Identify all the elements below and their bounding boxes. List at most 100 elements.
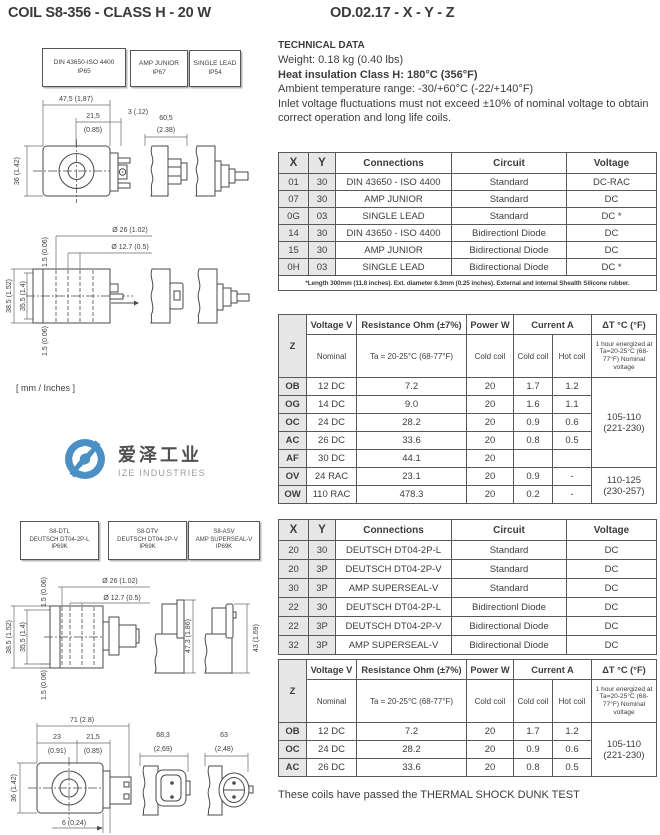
- cell: OB: [278, 377, 307, 396]
- dim-label: 36 (1.42): [11, 774, 18, 802]
- label-box-line: IP65: [77, 67, 91, 75]
- cell: 20: [466, 485, 514, 504]
- column-header: Voltage: [566, 152, 657, 174]
- amp-junior-side-view: [150, 268, 184, 324]
- cell: SINGLE LEAD: [335, 258, 452, 276]
- cell: 30: [308, 224, 336, 242]
- cell: DC: [566, 190, 657, 208]
- label-box-s8-asv: S8-ASV AMP SUPERSEAL-V IP69K: [188, 521, 260, 560]
- label-box-line: IP67: [152, 68, 166, 76]
- dim-label: 21,5: [86, 734, 100, 741]
- cell: DC: [566, 241, 657, 259]
- deutsch-dt04-v-side-view: [154, 599, 185, 674]
- dim-label: 60,5: [159, 115, 173, 122]
- label-box-s8-dtv: S8-DTV DEUTSCH DT04-2P-V IP69K: [108, 521, 187, 560]
- label-box-line: AMP JUNIOR: [139, 60, 179, 67]
- cell: OB: [278, 722, 307, 741]
- cell: 26 DC: [306, 758, 357, 777]
- cell: 03: [308, 207, 336, 225]
- dimension-lines: [17, 723, 249, 833]
- deutsch-connector-profile: [102, 770, 132, 809]
- cell: DEUTSCH DT04-2P-L: [335, 597, 452, 617]
- dim-label: (2,69): [154, 746, 172, 753]
- column-header: Resistance Ohm (±7%): [356, 659, 467, 680]
- cell: 20: [466, 722, 514, 741]
- cell: 33.6: [356, 758, 467, 777]
- label-box-line: IP69K: [215, 544, 233, 551]
- deutsch-dt04-l-connector: [102, 616, 140, 656]
- dt-range-cell: 105-110 (221-230): [591, 722, 657, 777]
- dim-label: 71 (2.8): [70, 717, 94, 724]
- cell: 1.6: [513, 395, 553, 414]
- column-header: Circuit: [451, 152, 567, 174]
- label-box-line: IP54: [208, 68, 222, 76]
- dim-label: 21,5: [86, 113, 100, 120]
- column-header: Connections: [335, 519, 452, 541]
- cell: DC: [566, 597, 657, 617]
- page-title: COIL S8-356 - CLASS H - 20 W: [8, 5, 211, 21]
- cell: 1.2: [552, 377, 592, 396]
- sub-header: Ta = 20-25°C (68-77°F): [356, 334, 467, 378]
- cell: 0G: [278, 207, 309, 225]
- dim-label: (0.85): [84, 748, 102, 755]
- cell: 110 RAC: [306, 485, 357, 504]
- cell: 0.6: [552, 413, 592, 432]
- coil-body-front: [28, 757, 112, 819]
- column-header: Voltage V: [306, 314, 357, 335]
- inlet-voltage-line: Inlet voltage fluctuations must not exce…: [278, 97, 649, 125]
- label-box-line: S8-DTL: [49, 529, 70, 536]
- label-box-line: SINGLE LEAD: [193, 60, 237, 67]
- ize-name-cn: 爱泽工业: [118, 444, 202, 465]
- dim-label: 1.5 (0.06): [42, 326, 49, 356]
- cell: 1.1: [552, 395, 592, 414]
- cell: AMP JUNIOR: [335, 241, 452, 259]
- cell: OC: [278, 740, 307, 759]
- cell: 20: [466, 467, 514, 486]
- column-header: ΔT °C (°F): [591, 314, 657, 335]
- cell: 20: [466, 740, 514, 759]
- cell: 20: [466, 449, 514, 468]
- insulation-line: Heat insulation Class H: 180°C (356°F): [278, 68, 478, 81]
- sub-header: Cold coil: [466, 679, 514, 723]
- cell: 1.7: [513, 722, 553, 741]
- dim-label: 3 (.12): [128, 109, 148, 116]
- cell: 20: [466, 377, 514, 396]
- deutsch-dt04-face-view: [142, 765, 191, 816]
- z-corner-header: Z: [278, 659, 307, 723]
- cell: 12 DC: [306, 377, 357, 396]
- label-box-din: DIN 43650-ISO 4400 IP65: [42, 48, 126, 87]
- sub-header: Nominal: [306, 679, 357, 723]
- cell: AMP SUPERSEAL-V: [335, 578, 452, 598]
- dt-range-cell: 110-125 (230-257): [591, 467, 657, 504]
- cell: DC *: [566, 258, 657, 276]
- cell: Standard: [451, 578, 567, 598]
- sub-header: Cold coil: [513, 679, 553, 723]
- cell: 0H: [278, 258, 309, 276]
- cell: 14: [278, 224, 309, 242]
- cell: 20: [466, 758, 514, 777]
- cell: 33.6: [356, 431, 467, 450]
- cell: Standard: [451, 190, 567, 208]
- dim-label: 1.5 (0.06): [41, 670, 48, 700]
- cell: 0.2: [513, 485, 553, 504]
- cell: 12 DC: [306, 722, 357, 741]
- label-box-line: DIN 43650-ISO 4400: [53, 59, 115, 66]
- cell: 7.2: [356, 377, 467, 396]
- ize-name-en: IZE INDUSTRIES: [118, 467, 206, 478]
- sub-header: Cold coil: [513, 334, 553, 378]
- dim-label: 35.5 (1.4): [20, 622, 27, 652]
- column-header: Y: [308, 152, 336, 174]
- cell: AMP SUPERSEAL-V: [335, 635, 452, 655]
- cell: 1.7: [513, 377, 553, 396]
- coil-body-section: [26, 268, 133, 324]
